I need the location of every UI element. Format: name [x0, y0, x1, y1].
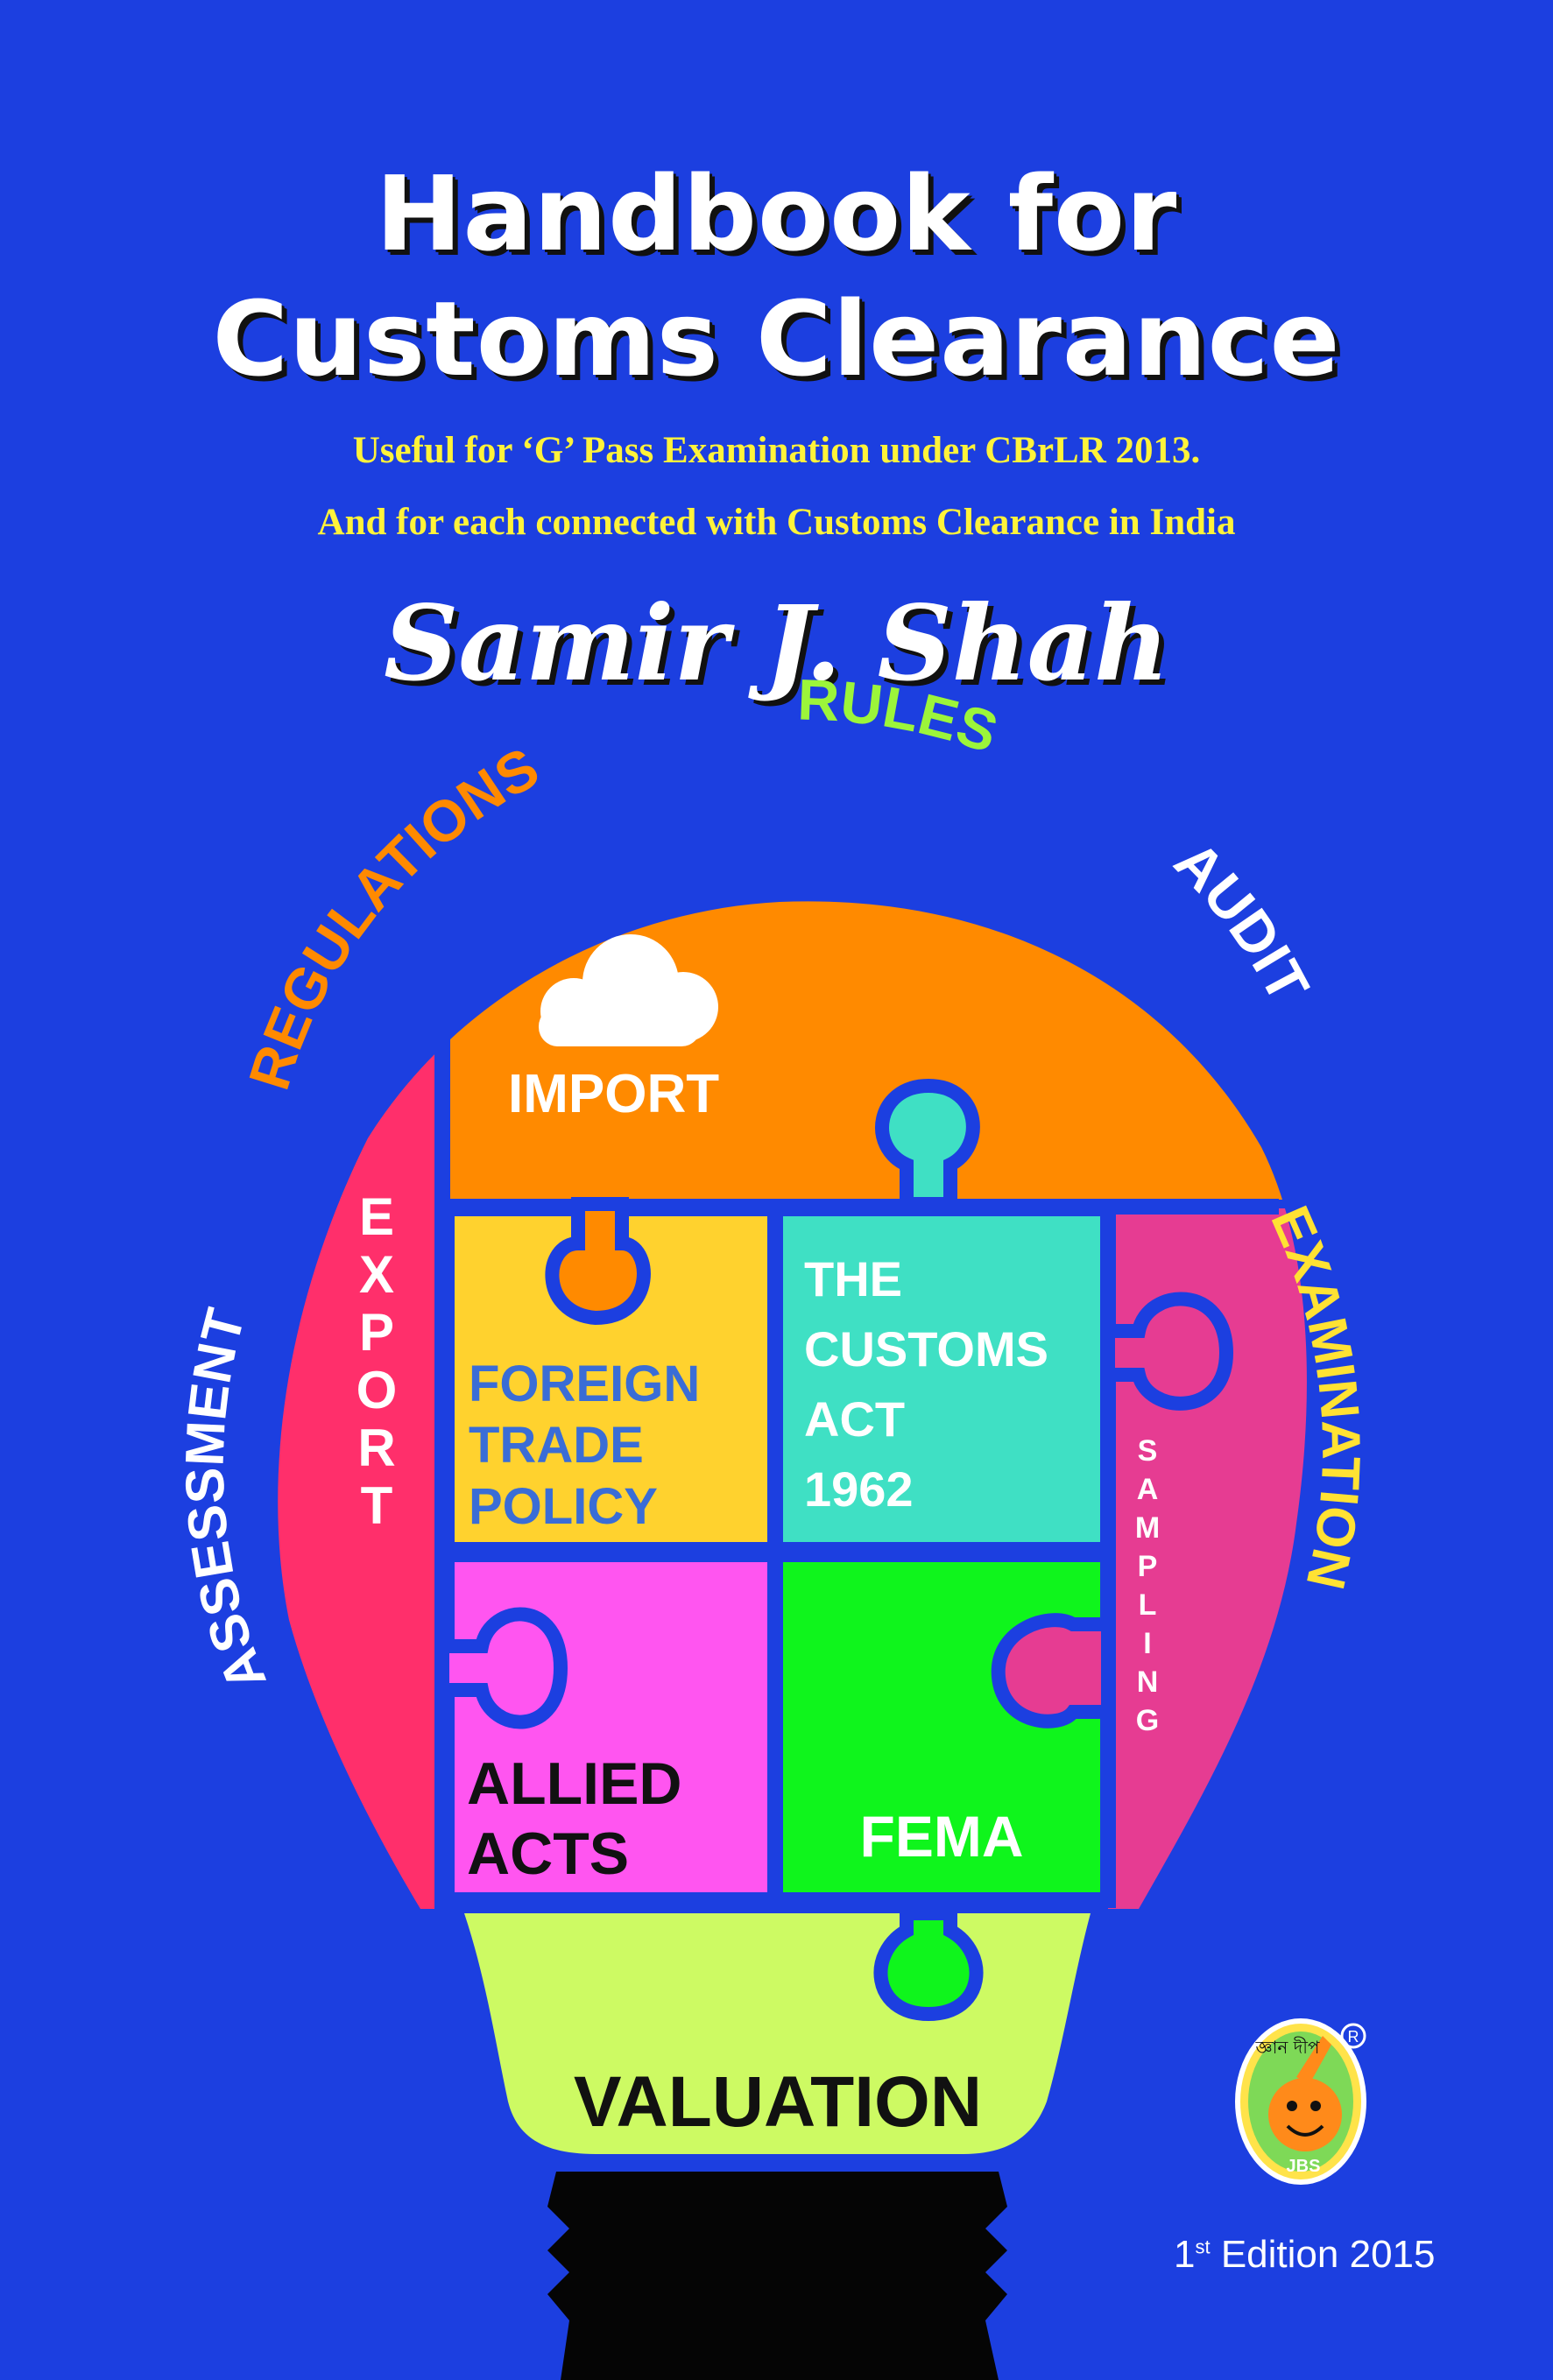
fema-label: FEMA — [860, 1804, 1024, 1869]
svg-text:TRADE: TRADE — [469, 1417, 644, 1474]
title-line-2: Customs Clearance — [212, 278, 1341, 399]
logo-script-text: জ্ঞান দীপ — [1254, 2037, 1319, 2058]
sampling-knob — [1101, 1292, 1234, 1411]
allied-acts-label: ALLIED ACTS — [467, 1750, 682, 1887]
samplingLetters-letter: G — [1136, 1704, 1159, 1737]
customs-act-label: THE CUSTOMS ACT 1962 — [804, 1251, 1048, 1517]
svg-text:CUSTOMS: CUSTOMS — [804, 1321, 1048, 1377]
author-name: Samir J. Shah — [384, 582, 1169, 704]
subtitle-line-1: Useful for ‘G’ Pass Examination under CB… — [352, 430, 1201, 471]
registered-mark: R — [1348, 2028, 1359, 2046]
valuation-label: VALUATION — [574, 2062, 982, 2142]
exportLetters-letter: E — [359, 1187, 394, 1246]
exportLetters-letter: T — [361, 1476, 393, 1535]
exportLetters-letter: X — [359, 1245, 394, 1304]
samplingLetters-letter: L — [1139, 1588, 1157, 1622]
samplingLetters-letter: S — [1138, 1434, 1158, 1468]
import-knob — [545, 1197, 651, 1326]
jbs-logo: জ্ঞান দীপ JBS R — [1235, 2018, 1366, 2185]
exportLetters-letter: O — [356, 1361, 398, 1419]
exportLetters-letter: P — [359, 1303, 394, 1362]
samplingLetters-letter: A — [1137, 1473, 1159, 1506]
samplingLetters-letter: P — [1138, 1550, 1158, 1583]
svg-text:ACTS: ACTS — [467, 1820, 629, 1887]
bulb-socket — [547, 2172, 1007, 2380]
customs-act-piece — [767, 1201, 1116, 1558]
svg-text:1962: 1962 — [804, 1461, 914, 1517]
samplingLetters-letter: N — [1137, 1665, 1159, 1699]
customs-knob — [875, 1078, 980, 1211]
foreign-trade-policy-label: FOREIGN TRADE POLICY — [469, 1355, 700, 1535]
svg-text:THE: THE — [804, 1251, 902, 1306]
samplingLetters-letter: M — [1135, 1511, 1160, 1545]
assessment-word: ASSESSMENT — [174, 1303, 278, 1699]
cloud-icon — [539, 934, 718, 1046]
fema-knob — [991, 1613, 1115, 1729]
title-line-1: Handbook for — [375, 153, 1178, 274]
logo-brand: JBS — [1287, 2157, 1321, 2176]
audit-word: AUDIT — [1162, 828, 1322, 1012]
edition-label: 1st Edition 2015 — [1174, 2233, 1436, 2276]
samplingLetters-letter: I — [1143, 1627, 1151, 1660]
exportLetters-letter: R — [357, 1419, 395, 1477]
svg-text:POLICY: POLICY — [469, 1478, 658, 1535]
subtitle-line-2: And for each connected with Customs Clea… — [317, 502, 1236, 543]
import-label: IMPORT — [508, 1064, 719, 1124]
svg-text:ACT: ACT — [804, 1391, 905, 1447]
svg-text:ALLIED: ALLIED — [467, 1750, 682, 1817]
allied-knob — [435, 1607, 568, 1729]
rules-word: RULES — [796, 666, 1006, 764]
svg-text:FOREIGN: FOREIGN — [469, 1355, 700, 1412]
